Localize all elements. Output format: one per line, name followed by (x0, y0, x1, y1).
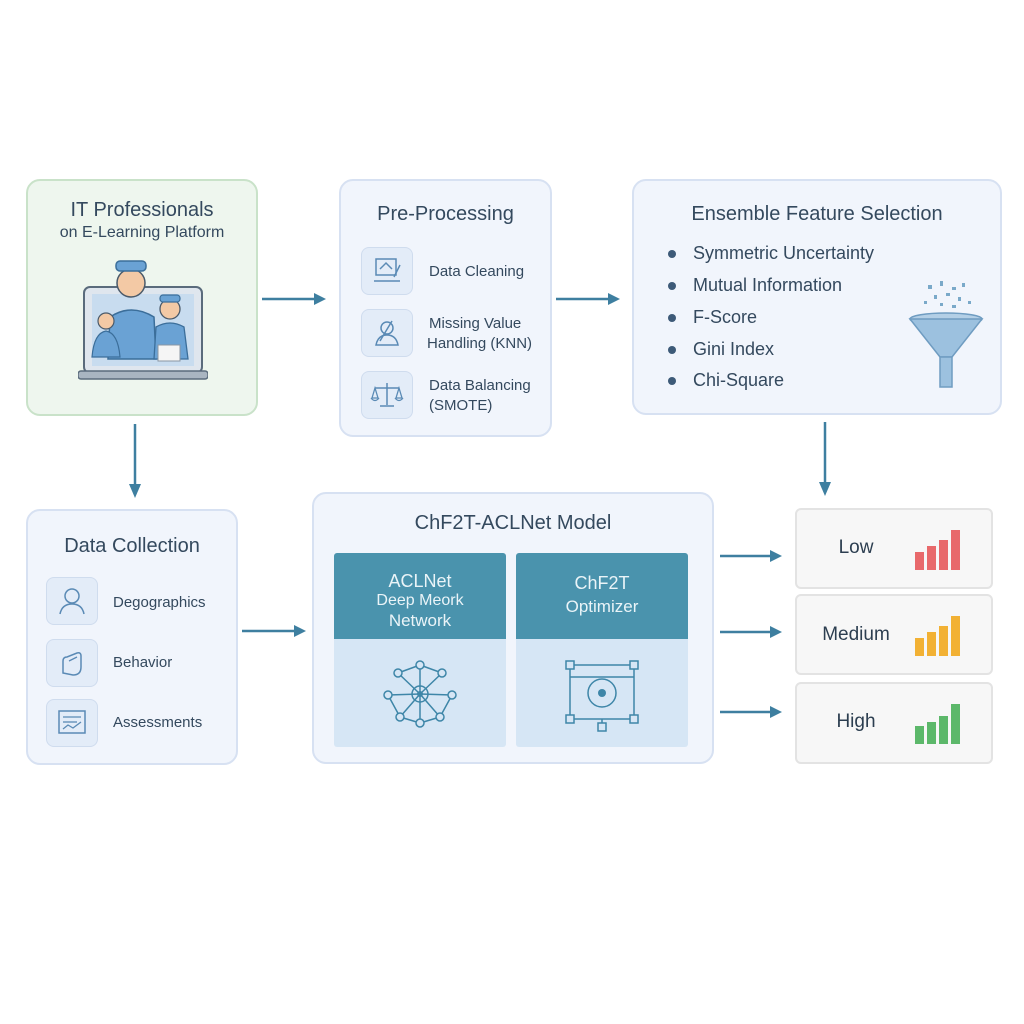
bullet (668, 313, 676, 322)
level-bar (915, 552, 924, 570)
ensemble-item-3-label: F-Score (693, 307, 758, 327)
balance-scale-icon (361, 371, 413, 419)
optimizer-body (516, 639, 688, 747)
level-bar (939, 716, 948, 744)
it-professionals-subtitle: on E-Learning Platform (59, 224, 225, 241)
arrow-it-to-preprocessing (262, 293, 326, 305)
level-bar (951, 530, 960, 570)
ensemble-item-2-label: Mutual Information (693, 275, 843, 295)
arrow-model-to-low (720, 550, 782, 562)
ensemble-title: Ensemble Feature Selection (691, 203, 943, 225)
arrow-it-to-data-collection (129, 424, 141, 498)
level-bar (915, 726, 924, 744)
output-medium-box: Medium (795, 594, 993, 675)
preprocessing-item-1-label: Data Cleaning (429, 263, 525, 280)
aclnet-line1: ACLNet (388, 571, 452, 591)
bullet (668, 281, 676, 290)
arrow-model-to-medium (720, 626, 782, 638)
data-cleaning-icon (361, 247, 413, 295)
assessment-chart-icon (46, 699, 98, 747)
level-bar (939, 540, 948, 570)
medium-bar-chart-icon (915, 616, 960, 656)
output-low-label: Low (838, 537, 874, 558)
data-collection-box: Data Collection Degographics Behavior As… (26, 509, 238, 765)
output-medium-label: Medium (822, 624, 890, 645)
it-professionals-title: IT Professionals (70, 199, 214, 221)
arrow-model-to-high (720, 706, 782, 718)
missing-value-icon (361, 309, 413, 357)
funnel-icon (908, 281, 984, 388)
model-box: ChF2T-ACLNet Model ACLNet Deep Meork Net… (312, 492, 714, 764)
ensemble-item-1-label: Symmetric Uncertainty (693, 243, 875, 263)
preprocessing-box: Pre-Processing Data Cleaning Missing Val… (339, 179, 552, 437)
low-bar-chart-icon (915, 530, 960, 570)
preprocessing-item-2-line1: Missing Value (429, 315, 522, 332)
preprocessing-item-3-line2: (SMOTE) (429, 397, 493, 414)
level-bar (939, 626, 948, 656)
laptop-users-icon (78, 260, 208, 380)
level-bar (915, 638, 924, 656)
model-title: ChF2T-ACLNet Model (414, 512, 612, 534)
output-high-box: High (795, 682, 993, 764)
data-collection-item-2-label: Behavior (113, 654, 173, 671)
arrow-data-collection-to-model (242, 625, 306, 637)
optimizer-target-icon (565, 660, 639, 732)
optimizer-line2: Optimizer (565, 597, 639, 616)
data-collection-title: Data Collection (64, 535, 200, 557)
ensemble-item-5: Chi-Square (668, 370, 784, 391)
bullet (668, 376, 676, 385)
output-low-box: Low (795, 508, 993, 589)
aclnet-line2: Deep Meork (376, 592, 464, 609)
hand-pointer-icon (46, 639, 98, 687)
aclnet-body (334, 639, 506, 747)
data-collection-item-1-label: Degographics (113, 594, 206, 611)
ensemble-item-4-label: Gini Index (693, 339, 775, 359)
ensemble-item-5-label: Chi-Square (693, 370, 785, 390)
preprocessing-title: Pre-Processing (377, 203, 514, 225)
arrow-ensemble-to-outputs (819, 422, 831, 496)
ensemble-feature-selection-box: Ensemble Feature Selection Symmetric Unc… (632, 179, 1002, 415)
user-profile-icon (46, 577, 98, 625)
aclnet-line3: Network (388, 611, 452, 630)
level-bar (951, 704, 960, 744)
neural-network-icon (383, 660, 457, 728)
arrow-preprocessing-to-ensemble (556, 293, 620, 305)
level-bar (927, 546, 936, 570)
bullet (668, 345, 676, 354)
level-bar (927, 632, 936, 656)
data-collection-item-3-label: Assessments (113, 714, 203, 731)
it-professionals-box: IT Professionals on E-Learning Platform (26, 179, 258, 416)
optimizer-header: ChF2T Optimizer (516, 553, 688, 639)
bullet (668, 249, 676, 258)
preprocessing-item-3-line1: Data Balancing (429, 377, 531, 394)
preprocessing-item-2-line2: Handling (KNN) (427, 335, 533, 352)
output-high-label: High (836, 711, 876, 732)
optimizer-line1: ChF2T (574, 573, 630, 593)
level-bar (927, 722, 936, 744)
ensemble-item-1: Symmetric Uncertainty (668, 243, 874, 264)
ensemble-item-2: Mutual Information (668, 275, 842, 296)
aclnet-header: ACLNet Deep Meork Network (334, 553, 506, 639)
ensemble-item-3: F-Score (668, 307, 757, 328)
level-bar (951, 616, 960, 656)
high-bar-chart-icon (915, 704, 960, 744)
ensemble-item-4: Gini Index (668, 339, 774, 360)
